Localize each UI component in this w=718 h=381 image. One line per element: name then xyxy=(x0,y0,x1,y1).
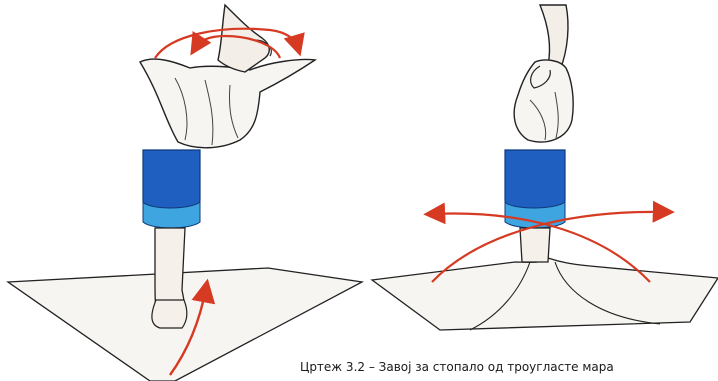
triangle-cloth-right xyxy=(372,258,718,330)
cloth-bundle xyxy=(140,59,315,148)
panel-wrap-ends xyxy=(140,5,315,148)
foot-left xyxy=(152,300,187,328)
panel-cross-ends xyxy=(372,150,718,330)
panel-knot xyxy=(514,5,573,142)
knot-cloth xyxy=(514,60,573,142)
leg-right xyxy=(520,228,550,262)
panel-foot-on-cloth xyxy=(8,150,362,381)
figure-caption: Цртеж 3.2 – Завој за стопало од троуглас… xyxy=(300,360,718,374)
